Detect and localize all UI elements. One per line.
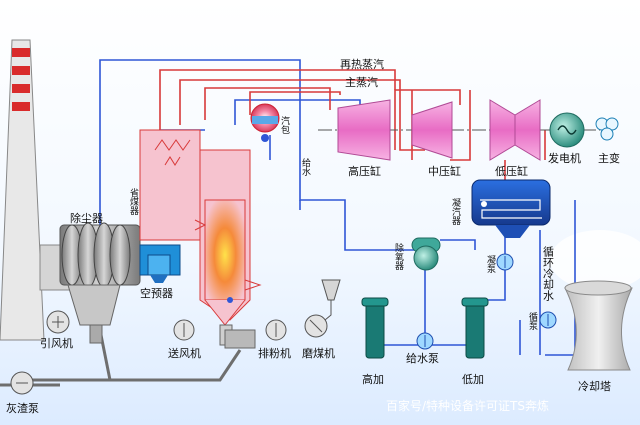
hp-heater-label: 高加 bbox=[362, 372, 384, 386]
feedwater-label: 给水 bbox=[300, 157, 311, 176]
lp-turbine bbox=[489, 99, 541, 161]
condensate-pump-label: 凝泵 bbox=[485, 255, 496, 273]
hp-turbine bbox=[337, 99, 391, 161]
feed-pump bbox=[416, 332, 434, 350]
steam-drum bbox=[250, 103, 280, 142]
lp-heater-label: 低加 bbox=[462, 373, 484, 386]
condenser bbox=[471, 179, 551, 238]
watermark: 百家号/特种设备许可证TS奔炼 bbox=[386, 398, 549, 413]
dust-collector-label: 除尘器 bbox=[70, 211, 103, 225]
cooling-tower bbox=[564, 280, 633, 371]
ash-pump bbox=[10, 371, 34, 395]
coal-mill-label: 磨煤机 bbox=[302, 346, 335, 360]
ip-turbine bbox=[411, 101, 453, 159]
circulating-pump bbox=[539, 311, 557, 329]
reheat-steam-label: 再热蒸汽 bbox=[340, 57, 384, 71]
steam-lines bbox=[159, 69, 546, 180]
chimney bbox=[0, 39, 45, 341]
exhaust-fan-label: 排粉机 bbox=[258, 346, 291, 360]
ip-turbine-label: 中压缸 bbox=[428, 164, 461, 178]
generator-label: 发电机 bbox=[548, 151, 581, 165]
boiler-body bbox=[139, 129, 262, 349]
coal-mill bbox=[304, 279, 341, 338]
forced-fan-label: 送风机 bbox=[168, 346, 201, 360]
lp-heater bbox=[461, 297, 489, 359]
hp-turbine-label: 高压缸 bbox=[348, 164, 381, 178]
forced-fan bbox=[173, 319, 195, 341]
induced-fan-label: 引风机 bbox=[40, 336, 73, 350]
induced-fan bbox=[46, 310, 70, 334]
feed-pump-label: 给水泵 bbox=[406, 352, 439, 365]
air-preheater-label: 空预器 bbox=[140, 286, 173, 300]
main-transformer bbox=[595, 117, 619, 141]
main-steam-label: 主蒸汽 bbox=[345, 75, 378, 89]
lp-turbine-label: 低压缸 bbox=[495, 164, 528, 178]
ash-pump-label: 灰渣泵 bbox=[6, 401, 39, 415]
circulating-water-label: 循环冷却水 bbox=[542, 246, 555, 301]
economizer-label: 省煤器 bbox=[128, 187, 139, 215]
air-preheater bbox=[139, 244, 181, 283]
dust-collector bbox=[59, 222, 141, 344]
main-transformer-label: 主变 bbox=[598, 151, 620, 165]
deaerator-label: 除氧器 bbox=[393, 242, 404, 270]
generator bbox=[549, 112, 585, 148]
deaerator bbox=[411, 237, 441, 271]
cooling-tower-label: 冷却塔 bbox=[578, 380, 611, 393]
condenser-label: 凝汽器 bbox=[450, 198, 461, 225]
cloud bbox=[550, 230, 640, 290]
condensate-pump bbox=[496, 253, 514, 271]
exhaust-fan bbox=[265, 319, 287, 341]
hp-heater bbox=[361, 297, 389, 359]
drum-label: 汽包 bbox=[279, 115, 290, 134]
furnace bbox=[204, 199, 246, 301]
circulating-pump-label: 循泵 bbox=[527, 311, 538, 330]
